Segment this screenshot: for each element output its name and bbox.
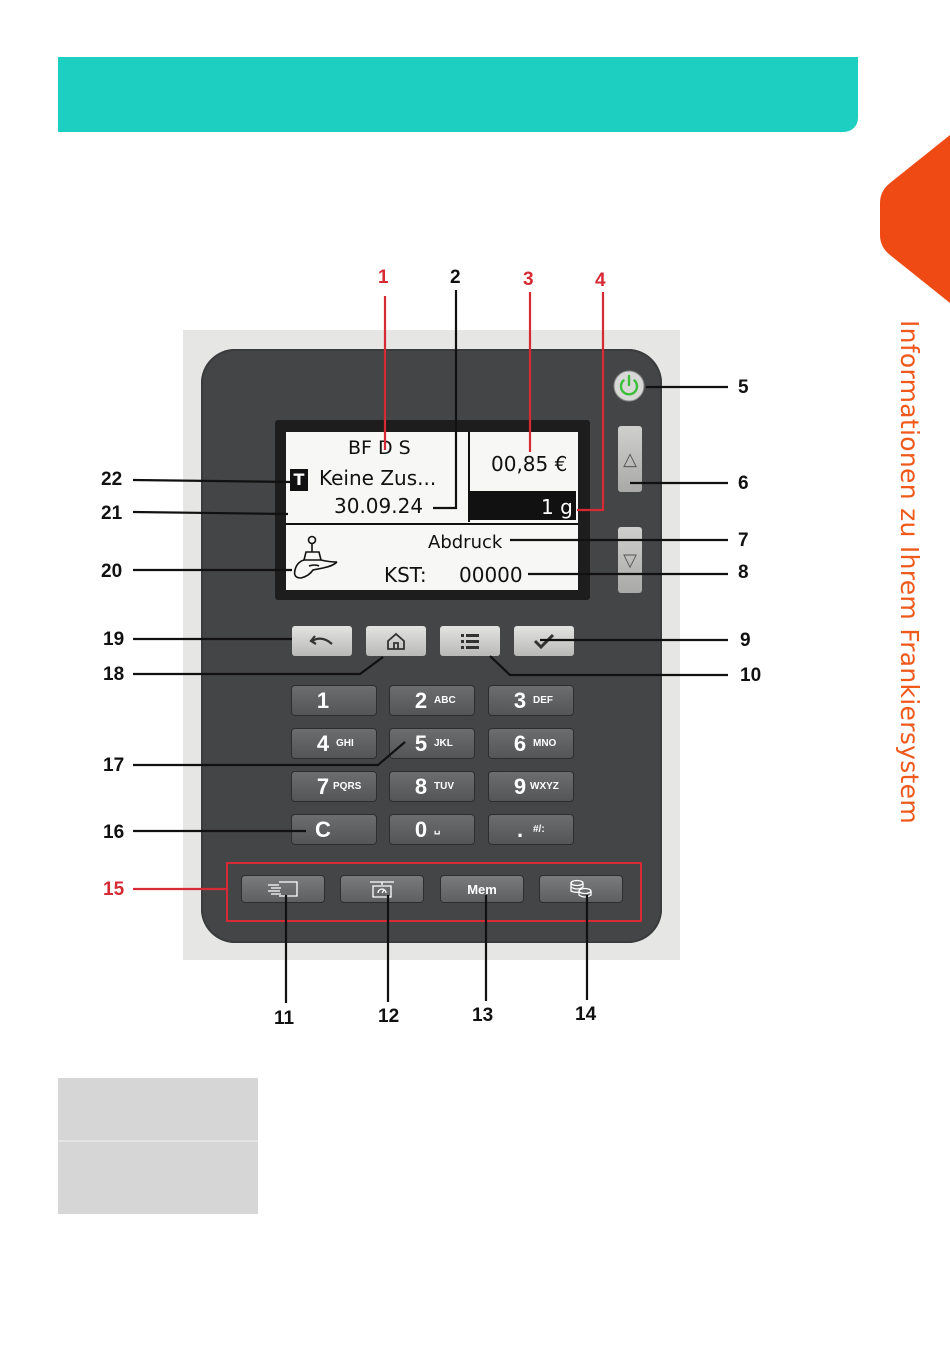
callout-2: 2 [450,267,461,289]
callout-22: 22 [101,469,122,491]
table-divider [58,1140,258,1142]
callout-11: 11 [274,1008,294,1030]
callout-10: 10 [740,665,761,687]
callout-4: 4 [595,270,606,292]
callout-12: 12 [378,1006,399,1028]
callout-17: 17 [103,755,124,777]
callout-9: 9 [740,630,751,652]
callout-8: 8 [738,562,749,584]
callout-20: 20 [101,561,122,583]
callout-15: 15 [103,879,124,901]
callout-19: 19 [103,629,124,651]
callout-1: 1 [378,267,389,289]
callout-5: 5 [738,377,749,399]
callout-13: 13 [472,1005,493,1027]
table-placeholder [58,1078,258,1214]
callout-3: 3 [523,269,534,291]
callout-6: 6 [738,473,749,495]
callout-16: 16 [103,822,124,844]
callout-7: 7 [738,530,749,552]
callout-21: 21 [101,503,122,525]
callout-18: 18 [103,664,124,686]
callout-14: 14 [575,1004,596,1026]
